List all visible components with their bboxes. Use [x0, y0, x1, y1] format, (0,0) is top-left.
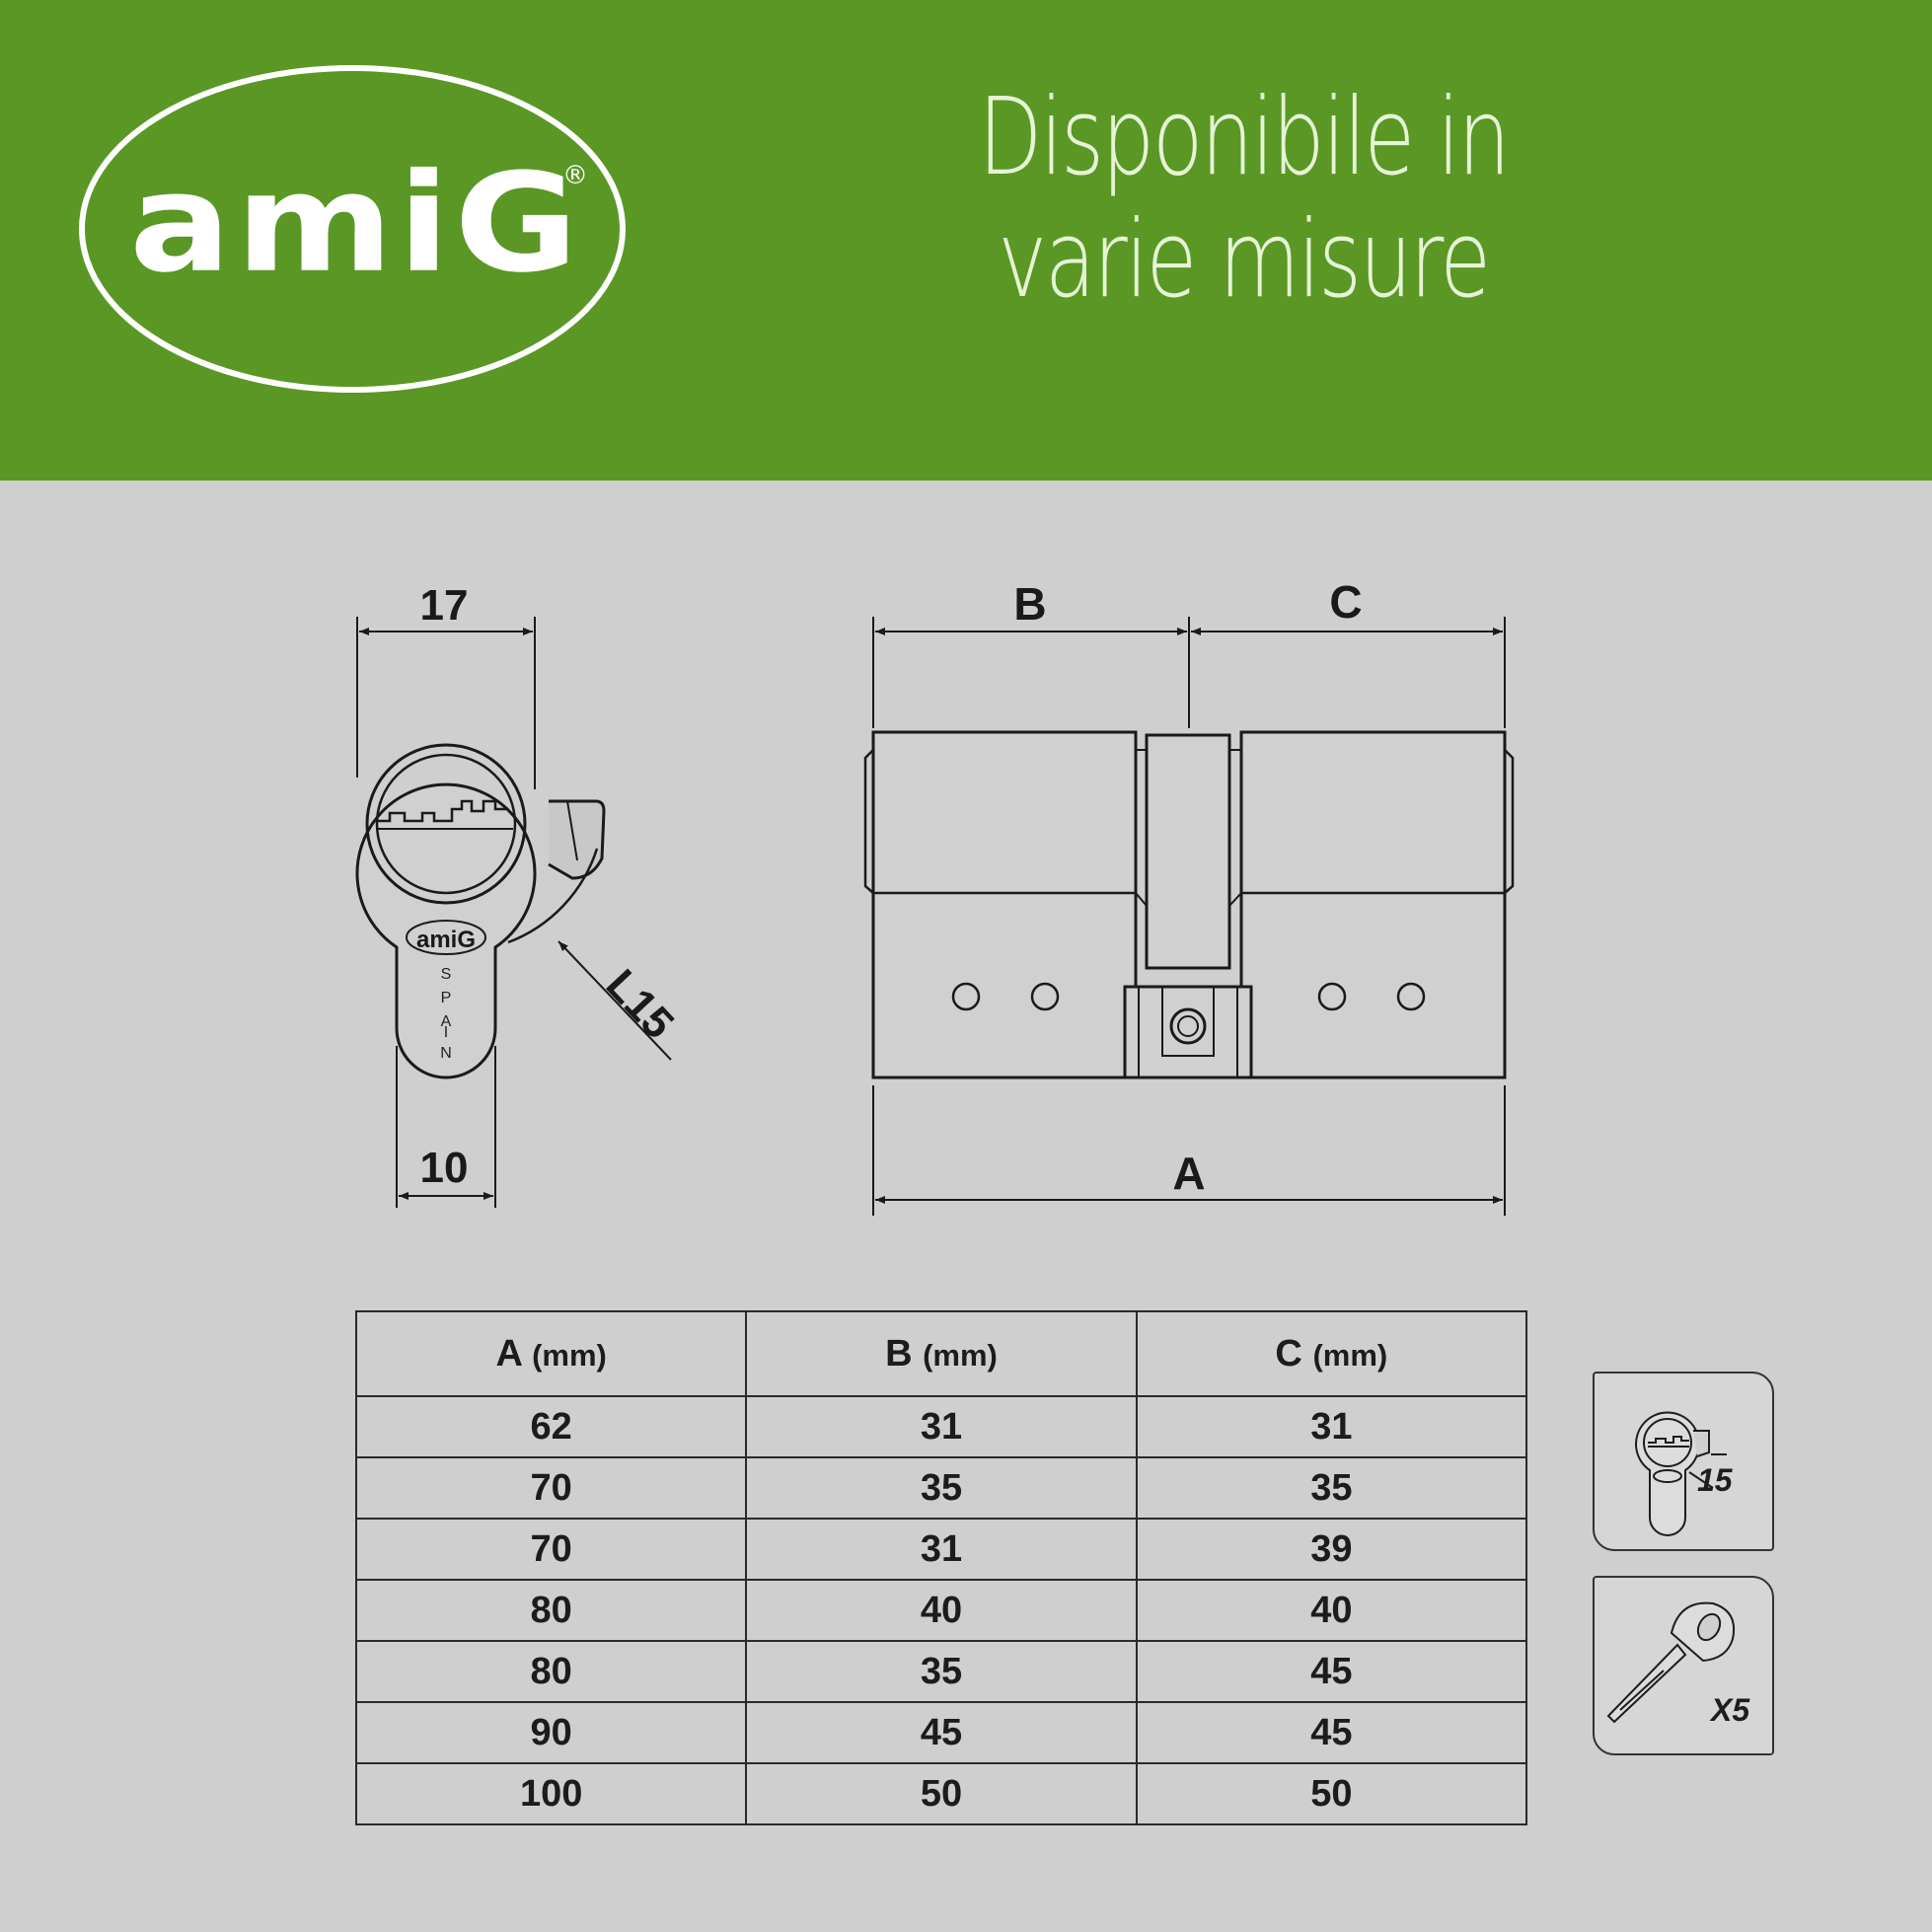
cylinder-side-view: amiG S P A I N [355, 617, 672, 1208]
headline-line-1: Disponibile in [978, 76, 1511, 199]
mounting-hole [1317, 982, 1347, 1011]
technical-drawing: amiG S P A I N 17 10 L15 [355, 576, 1515, 1216]
stamp-logo: amiG [416, 927, 476, 953]
stamp-origin-1: S [441, 966, 452, 983]
headline: Disponibile in varie misure [958, 77, 1527, 322]
mounting-hole [951, 982, 981, 1011]
header-c: C (mm) [1135, 1310, 1528, 1397]
cam-length-label: 15 [1697, 1462, 1733, 1498]
registered-mark: ® [562, 161, 588, 190]
header-banner: amiG ® Disponibile in varie misure [0, 0, 1932, 481]
dimension-10: 10 [420, 1144, 469, 1192]
header-b: B (mm) [745, 1310, 1138, 1397]
cylinder-cam-icon [1635, 1411, 1727, 1536]
dimension-17: 17 [420, 581, 469, 630]
cam-label-l15: L15 [597, 960, 684, 1048]
key-icon [1606, 1601, 1735, 1724]
amig-logo: amiG ® [79, 65, 626, 393]
mounting-hole [1396, 982, 1426, 1011]
stamp-origin-2: P [441, 990, 452, 1006]
keys-count-label: X5 [1711, 1692, 1750, 1728]
stamp-origin-3: A [441, 1013, 452, 1030]
headline-line-2: varie misure [998, 198, 1491, 322]
cylinder-front-view [863, 617, 1515, 1216]
dimension-b: B [1013, 578, 1046, 630]
cam-length-badge: 15 [1593, 1372, 1774, 1551]
keys-badge: X5 [1593, 1576, 1774, 1755]
logo-wordmark: amiG [129, 145, 572, 303]
table-header-row: A (mm) B (mm) C (mm) [354, 1310, 1528, 1397]
mounting-hole [1030, 982, 1060, 1011]
header-a: A (mm) [354, 1310, 748, 1397]
stamp-origin-4: I [444, 1024, 448, 1041]
dimension-c: C [1329, 576, 1362, 628]
stamp-origin-5: N [440, 1045, 452, 1062]
dimension-a: A [1172, 1148, 1205, 1199]
